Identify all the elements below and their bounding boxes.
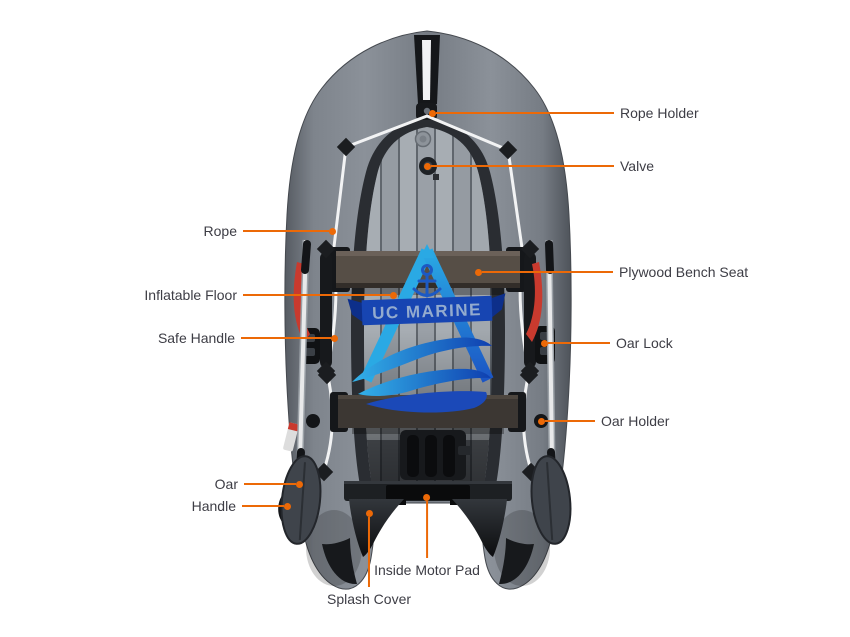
bow-stripe (414, 35, 440, 104)
callout-oar-lock: Oar Lock (541, 336, 673, 350)
logo-banner: UC MARINE (347, 293, 506, 326)
oar-holder-left (306, 414, 320, 428)
splash-cover-left (349, 499, 404, 557)
callout-plywood-bench-seat: Plywood Bench Seat (475, 265, 748, 279)
pontoon-cone-right (499, 538, 534, 585)
label-inflatable-floor: Inflatable Floor (144, 287, 237, 303)
callout-rope-holder: Rope Holder (429, 106, 699, 120)
leader-line (243, 230, 329, 232)
leader-dot (541, 339, 548, 347)
leader-dot (429, 109, 436, 117)
label-rope-holder: Rope Holder (620, 105, 699, 121)
leader-dot (423, 494, 431, 501)
leader-dot (475, 268, 482, 276)
leader-dot (284, 502, 291, 510)
callout-oar: Oar (215, 477, 303, 491)
leader-dot (329, 227, 336, 235)
label-safe-handle: Safe Handle (157, 330, 235, 346)
pressure-valve (414, 130, 432, 148)
splash-cover-right (452, 499, 507, 557)
leader-line (436, 112, 614, 114)
leader-dot (538, 417, 545, 425)
label-rope: Rope (203, 223, 237, 239)
callout-handle: Handle (192, 499, 291, 513)
callout-inside-motor-pad: Inside Motor Pad (374, 494, 480, 577)
label-inside-motor-pad: Inside Motor Pad (374, 562, 480, 578)
leader-line (426, 501, 428, 558)
label-handle: Handle (191, 498, 236, 514)
leader-dot (390, 291, 397, 299)
motor-mount (400, 430, 472, 480)
anchor-icon (412, 264, 442, 298)
leader-line (241, 337, 331, 339)
label-oar-holder: Oar Holder (601, 413, 670, 429)
label-plywood-bench-seat: Plywood Bench Seat (619, 264, 749, 280)
leader-line (545, 420, 595, 422)
leader-line (482, 271, 613, 273)
leader-dot (424, 162, 431, 170)
leader-dot (365, 510, 373, 517)
label-oar: Oar (214, 476, 238, 492)
decal-left (293, 262, 310, 342)
safe-handle-left (316, 239, 336, 381)
label-splash-cover: Splash Cover (326, 591, 412, 607)
label-oar-lock: Oar Lock (616, 335, 673, 351)
brand-decal-small (283, 422, 300, 452)
leader-line (242, 505, 284, 507)
leader-line (243, 294, 390, 296)
oar-left (280, 239, 322, 545)
leader-dot (296, 480, 303, 488)
label-valve: Valve (620, 158, 654, 174)
oar-right (530, 239, 572, 545)
leader-line (367, 517, 370, 587)
logo-boat-swoosh (352, 337, 492, 413)
callout-inflatable-floor: Inflatable Floor (144, 288, 397, 302)
callout-splash-cover: Splash Cover (327, 510, 411, 606)
callout-rope: Rope (204, 224, 336, 238)
leader-line (548, 342, 610, 344)
callout-safe-handle: Safe Handle (158, 331, 338, 345)
callout-oar-holder: Oar Holder (538, 414, 669, 428)
pontoon-cone-left (322, 538, 357, 585)
logo-text: UC MARINE (372, 300, 482, 323)
leader-line (244, 483, 296, 485)
leader-dot (331, 334, 338, 342)
decal-right (526, 262, 543, 342)
callout-valve: Valve (424, 159, 654, 173)
brand-logo: UC MARINE (347, 244, 506, 413)
leader-line (431, 165, 614, 167)
